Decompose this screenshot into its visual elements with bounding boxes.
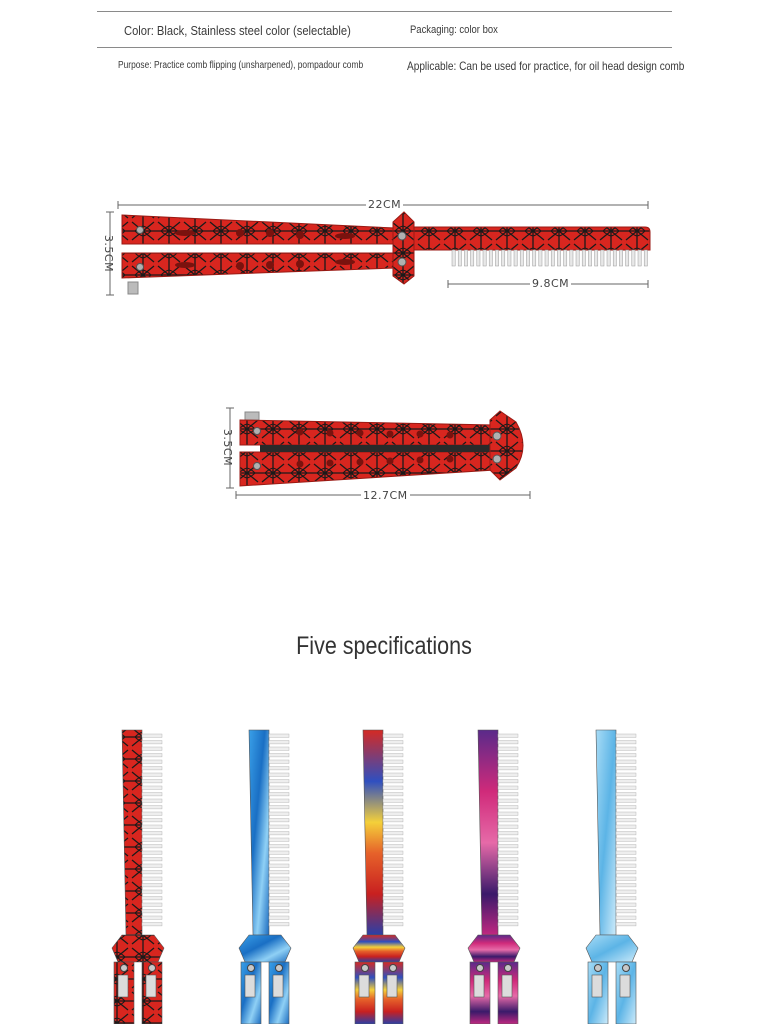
variant-red-spider-web	[111, 729, 165, 1024]
closed-comb-drawing	[226, 407, 531, 499]
top-divider	[97, 11, 672, 12]
closed-width-label: 3.5CM	[221, 428, 235, 467]
comb-length-label: 9.8CM	[530, 277, 572, 290]
spec-color: Color: Black, Stainless steel color (sel…	[124, 23, 351, 38]
spec-purpose: Purpose: Practice comb flipping (unsharp…	[118, 60, 364, 71]
open-length-label: 22CM	[366, 198, 404, 211]
spec-applicable: Applicable: Can be used for practice, fo…	[407, 59, 685, 73]
five-variants	[111, 729, 639, 1024]
closed-length-label: 12.7CM	[361, 489, 410, 502]
spec-packaging: Packaging: color box	[410, 24, 498, 36]
open-width-label: 3.5CM	[102, 234, 116, 273]
middle-divider	[97, 47, 672, 48]
section-title: Five specifications	[296, 632, 472, 660]
variant-light-blue-marble	[585, 729, 639, 1024]
variant-galaxy	[467, 729, 521, 1024]
variant-blue-marble	[238, 729, 292, 1024]
variant-fire-ice	[352, 729, 406, 1024]
